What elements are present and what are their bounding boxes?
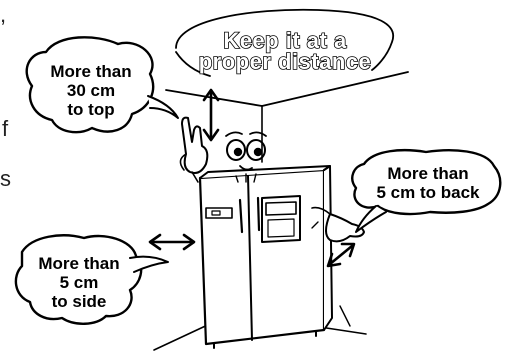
top-line-1: More than xyxy=(32,62,150,81)
back-clearance-label: More than 5 cm to back xyxy=(358,164,498,202)
title-keep-proper-distance: Keep it at a proper distance xyxy=(170,30,400,72)
refrigerator-front xyxy=(200,170,324,344)
top-bubble-tail xyxy=(148,96,178,118)
title-line-1: Keep it at a xyxy=(170,30,400,51)
side-line-1: More than xyxy=(20,254,138,273)
back-line-1: More than xyxy=(358,164,498,183)
side-line-2: 5 cm xyxy=(20,273,138,292)
title-line-2: proper distance xyxy=(170,51,400,72)
top-clearance-label: More than 30 cm to top xyxy=(32,62,150,119)
refrigerator-side xyxy=(324,166,332,330)
back-line-2: 5 cm to back xyxy=(358,183,498,202)
top-line-3: to top xyxy=(32,100,150,119)
top-line-2: 30 cm xyxy=(32,81,150,100)
pointing-hand xyxy=(182,118,207,173)
floor-corner-line xyxy=(340,306,350,326)
arrow-top xyxy=(204,90,218,140)
arrow-side xyxy=(150,235,194,249)
side-line-3: to side xyxy=(20,292,138,311)
side-clearance-label: More than 5 cm to side xyxy=(20,254,138,311)
ceiling-line-right xyxy=(262,72,408,106)
right-handle xyxy=(258,198,259,230)
back-bubble-tail xyxy=(356,206,386,232)
